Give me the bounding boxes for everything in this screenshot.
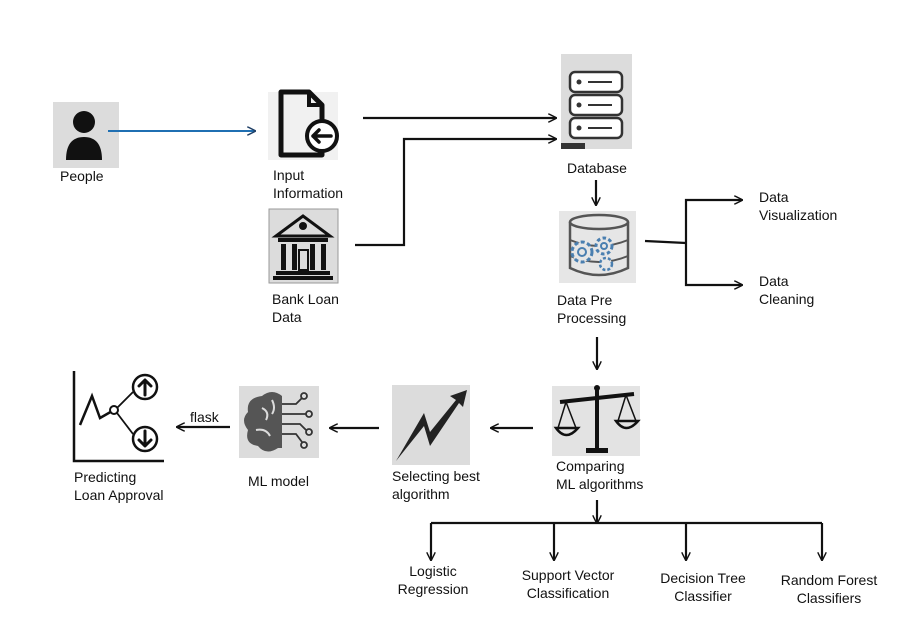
brain-circuit-icon [239,386,319,458]
database-gears-icon [559,211,636,283]
balance-scale-icon [552,385,641,456]
trend-up-arrow-icon [392,385,470,465]
label-database: Database [567,160,627,176]
bank-building-icon [268,208,339,284]
label-logistic-regression: Logistic Regression [397,563,469,597]
label-data-cleaning: Data Cleaning [759,273,815,307]
label-svc: Support Vector Classification [521,567,615,601]
edge-bank-to-database [355,139,556,247]
prediction-chart-icon [72,371,164,463]
label-random-forest: Random Forest Classifiers [780,572,878,606]
label-predicting: Predicting Loan Approval [74,469,164,503]
database-icon [561,54,632,149]
label-bank-loan-data: Bank Loan Data [272,291,339,325]
edge-preprocessing-to-split [644,239,687,245]
edge-split-to-visualization [684,200,742,243]
label-selecting-best: Selecting best algorithm [392,468,480,502]
document-import-icon [268,89,339,160]
label-decision-tree: Decision Tree Classifier [660,570,746,604]
label-comparing-ml: Comparing ML algorithms [556,458,644,492]
label-data-visualization: Data Visualization [759,189,838,223]
label-ml-model: ML model [248,473,309,489]
label-data-pre-processing: Data Pre Processing [557,292,627,326]
label-people: People [60,168,104,184]
label-flask: flask [190,409,219,425]
label-input-information: Input Information [273,167,344,201]
edge-split-to-cleaning [684,243,742,285]
person-icon [53,102,119,168]
